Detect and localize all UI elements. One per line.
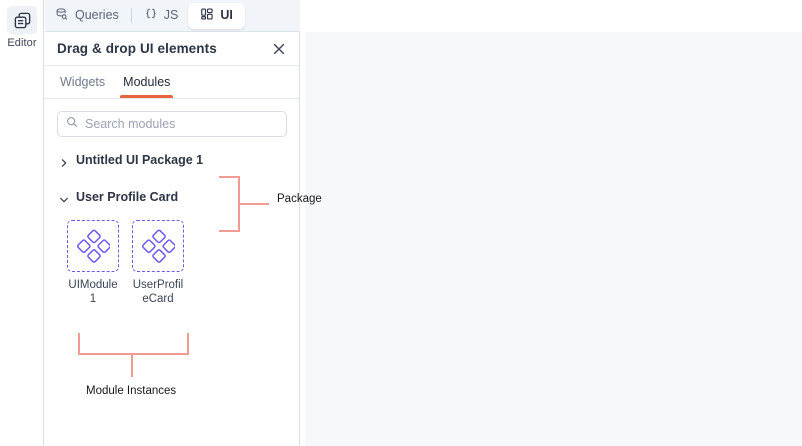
module-tree: Untitled UI Package 1 User Profile Card (57, 145, 287, 212)
module-diamonds-icon (67, 220, 119, 272)
search-input-placeholder: Search modules (85, 117, 176, 131)
tab-modules-label: Modules (123, 75, 171, 89)
tree-item-label: User Profile Card (76, 190, 179, 204)
panel-body: Search modules Untitled UI Package 1 (45, 99, 299, 306)
tab-queries-label: Queries (75, 8, 119, 23)
tab-queries[interactable]: Queries (45, 0, 129, 32)
ui-canvas[interactable] (305, 32, 802, 446)
tab-widgets[interactable]: Widgets (51, 66, 114, 98)
rail-item-label: Editor (7, 37, 37, 49)
module-instance-grid: UIModule 1 UserProfileCard (57, 220, 287, 306)
search-modules-field[interactable]: Search modules (57, 111, 287, 137)
tab-divider (130, 8, 132, 23)
search-icon (66, 115, 78, 133)
tab-widgets-label: Widgets (60, 75, 106, 89)
module-card-label: UIModule 1 (68, 279, 118, 305)
tab-js[interactable]: JS (134, 0, 189, 32)
tree-item-label: Untitled UI Package 1 (76, 153, 204, 167)
tab-ui-label: UI (220, 8, 233, 23)
module-card-uimodule-1[interactable]: UIModule 1 (67, 220, 119, 306)
module-card-label: UserProfileCard (132, 279, 184, 305)
tree-item-untitled-ui-package-1[interactable]: Untitled UI Package 1 (57, 145, 287, 175)
braces-icon (144, 7, 158, 24)
ui-grid-icon (200, 7, 214, 24)
page-title: Drag & drop UI elements (57, 41, 217, 56)
chevron-down-icon[interactable] (59, 192, 69, 203)
close-icon[interactable] (270, 40, 288, 58)
left-rail: Editor (0, 0, 44, 446)
module-diamonds-icon (132, 220, 184, 272)
ui-elements-panel: Drag & drop UI elements Widgets Modules (45, 32, 300, 446)
rail-item-editor[interactable]: Editor (4, 6, 40, 54)
editor-copy-icon (7, 6, 37, 34)
editor-top-tabs: Queries JS UI (45, 0, 300, 32)
module-card-userprofilecard[interactable]: UserProfileCard (132, 220, 184, 306)
panel-header: Drag & drop UI elements (45, 32, 299, 66)
tree-item-user-profile-card[interactable]: User Profile Card (57, 182, 287, 212)
panel-subtabs: Widgets Modules (45, 66, 299, 99)
tab-modules[interactable]: Modules (114, 66, 179, 98)
tab-js-label: JS (163, 8, 179, 23)
database-query-icon (55, 7, 69, 24)
chevron-right-icon[interactable] (59, 155, 69, 167)
tab-ui[interactable]: UI (188, 2, 245, 29)
